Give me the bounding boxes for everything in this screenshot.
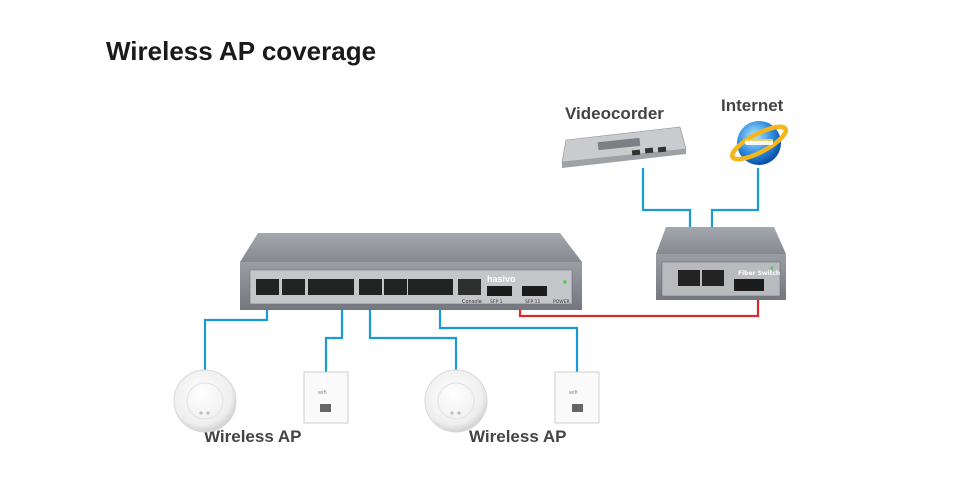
cable-switch-to-panel-left <box>324 288 344 373</box>
nvr-drive-bay <box>597 137 641 151</box>
ethernet-ports <box>256 279 481 295</box>
ethernet-port[interactable] <box>384 279 407 295</box>
wall-panel-port <box>320 404 331 412</box>
sfp-port-2[interactable] <box>522 286 547 296</box>
ethernet-port[interactable] <box>430 279 453 295</box>
wall-panel-ap-right: wifi <box>554 371 600 424</box>
fiber-switch: Fiber Switch <box>656 227 786 300</box>
page-title: Wireless AP coverage <box>106 36 377 66</box>
internet-icon <box>729 121 789 165</box>
videocorder-device <box>561 126 687 168</box>
wireless-ap-label-right: Wireless AP <box>469 427 567 446</box>
sfp-port-1[interactable] <box>487 286 512 296</box>
ceiling-ap-left <box>173 369 237 433</box>
wireless-ap-label-left: Wireless AP <box>204 427 302 446</box>
console-port[interactable] <box>458 279 481 295</box>
wall-panel-text: wifi <box>569 390 578 396</box>
ethernet-port[interactable] <box>359 279 382 295</box>
nvr-port <box>631 149 641 156</box>
internet-label: Internet <box>721 96 784 115</box>
ceiling-ap-right <box>424 369 488 433</box>
nvr-port <box>657 146 667 153</box>
ethernet-port[interactable] <box>256 279 279 295</box>
fiber-sfp-port[interactable] <box>734 279 764 291</box>
ethernet-port[interactable] <box>308 279 331 295</box>
fiber-switch-top <box>656 227 786 254</box>
switch-brand: hasivo <box>487 274 516 284</box>
ethernet-port[interactable] <box>331 279 354 295</box>
wall-panel-text: wifi <box>318 390 327 396</box>
ethernet-port[interactable] <box>282 279 305 295</box>
fiber-ethernet-port[interactable] <box>702 270 724 286</box>
nvr-port <box>644 147 654 154</box>
fiber-ethernet-port[interactable] <box>678 270 700 286</box>
wall-panel-port <box>572 404 583 412</box>
wall-panel-ap-left: wifi <box>303 371 349 424</box>
ethernet-port[interactable] <box>408 279 431 295</box>
sfp1-label: SFP 1 <box>490 299 503 305</box>
cable-switch-to-ap-right <box>368 288 458 372</box>
nvr-front <box>562 149 686 168</box>
poe-switch: Console hasivo SFP 1 SFP 11 POWER <box>240 233 582 310</box>
switch-top <box>240 233 582 262</box>
fiber-led <box>770 266 774 270</box>
videocorder-label: Videocorder <box>565 104 664 123</box>
console-label: Console <box>462 299 482 305</box>
fiber-switch-label: Fiber Switch <box>738 270 780 277</box>
power-led <box>563 280 567 284</box>
power-label: POWER <box>553 299 570 305</box>
sfp2-label: SFP 11 <box>525 299 540 305</box>
